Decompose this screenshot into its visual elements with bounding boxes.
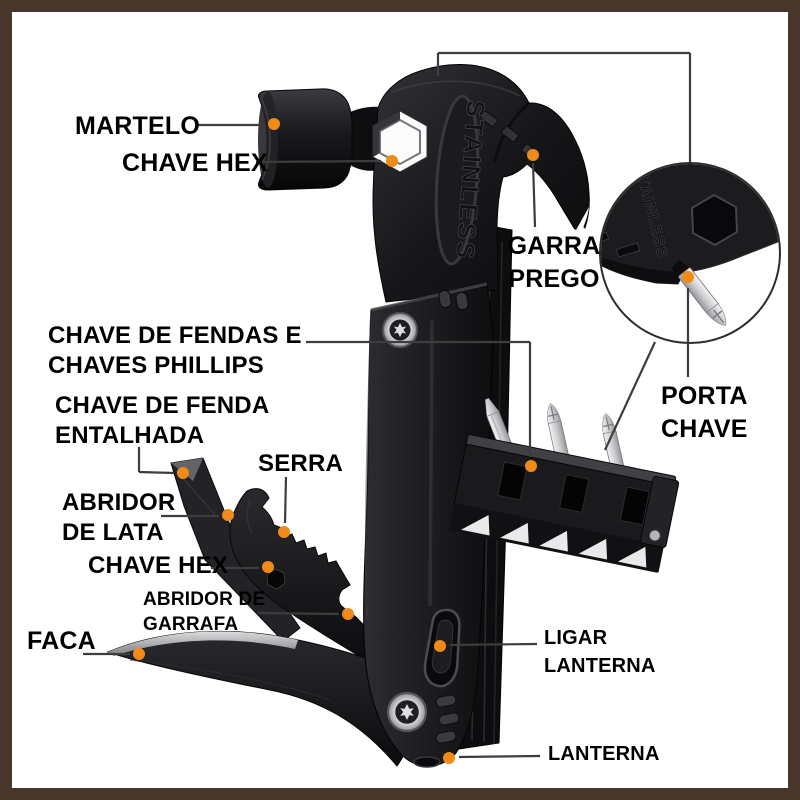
callout-line-ligar-lanterna-0 bbox=[449, 642, 538, 647]
torx-screw-top bbox=[382, 312, 418, 348]
callout-dot-chave-hex-cabeca bbox=[386, 155, 398, 167]
callout-lines-layer bbox=[83, 51, 692, 759]
callout-line-abridor-de-garrafa-0 bbox=[257, 611, 340, 616]
callout-line-lanterna-0 bbox=[458, 754, 541, 759]
callout-dots-layer bbox=[133, 118, 694, 764]
callout-dot-abridor-de-lata bbox=[222, 509, 234, 521]
torx-screw-bottom bbox=[386, 691, 428, 733]
callout-line-chave-hex-cabeca-0 bbox=[255, 159, 382, 164]
callout-dot-chave-de-fenda-entalhada bbox=[177, 467, 189, 479]
callout-dot-faca bbox=[133, 648, 145, 660]
callout-line-chave-de-fenda-entalhada-1 bbox=[138, 470, 175, 475]
callout-line-porta-chave-4 bbox=[604, 341, 656, 451]
callout-dot-chave-de-fendas-phillips bbox=[525, 460, 537, 472]
callout-dot-abridor-de-garrafa bbox=[342, 608, 354, 620]
multitool-illustration: STAINLESS bbox=[83, 51, 781, 768]
callout-dot-serra bbox=[278, 526, 290, 538]
callout-dot-martelo bbox=[268, 118, 280, 130]
callout-dot-porta-chave bbox=[682, 271, 694, 283]
bit-holder bbox=[449, 397, 680, 573]
hex-wrench-hole bbox=[372, 110, 428, 173]
callout-line-garra-prego-0 bbox=[531, 162, 537, 228]
callout-dot-ligar-lanterna bbox=[434, 640, 446, 652]
callout-dot-lanterna bbox=[443, 752, 455, 764]
stainless-engraving-panel: STAINLESS bbox=[434, 94, 490, 266]
callout-dot-garra-prego bbox=[527, 149, 539, 161]
grip-top-studs bbox=[438, 289, 469, 311]
grip-ridge-bumps bbox=[435, 694, 460, 744]
hammer-head bbox=[258, 88, 380, 191]
magnifier-inset: STAINLESS bbox=[599, 162, 781, 344]
bit-holder-vent-cutouts bbox=[461, 514, 647, 568]
flashlight-lens bbox=[413, 756, 441, 768]
callout-line-serra-0 bbox=[283, 476, 288, 524]
hammer-plate-and-claw: STAINLESS bbox=[372, 64, 590, 303]
combo-tool-saw-openers bbox=[229, 488, 397, 674]
callout-dot-chave-hex-ferramenta bbox=[262, 561, 274, 573]
